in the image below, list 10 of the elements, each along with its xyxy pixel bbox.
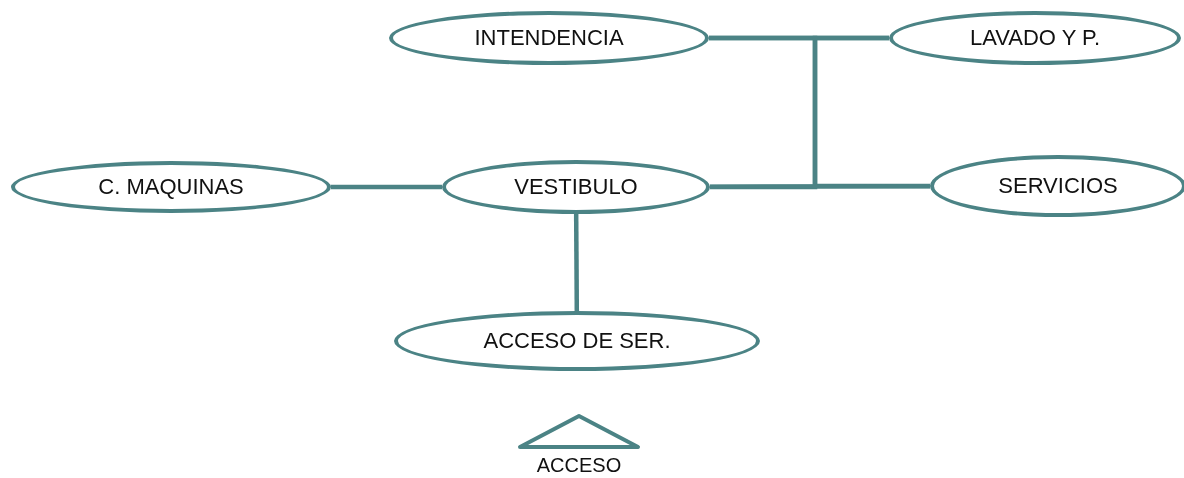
node-label: LAVADO Y P.	[969, 25, 1100, 51]
node-label: ACCESO DE SER.	[483, 328, 671, 354]
node-label: SERVICIOS	[998, 173, 1118, 199]
connector-line	[710, 184, 930, 189]
node-label: VESTIBULO	[514, 174, 638, 200]
node-label: C. MAQUINAS	[98, 174, 244, 200]
connector-line	[331, 184, 442, 190]
connector-line	[573, 214, 580, 311]
node-label: INTENDENCIA	[474, 25, 624, 51]
node-label: ACCESO	[536, 454, 622, 477]
